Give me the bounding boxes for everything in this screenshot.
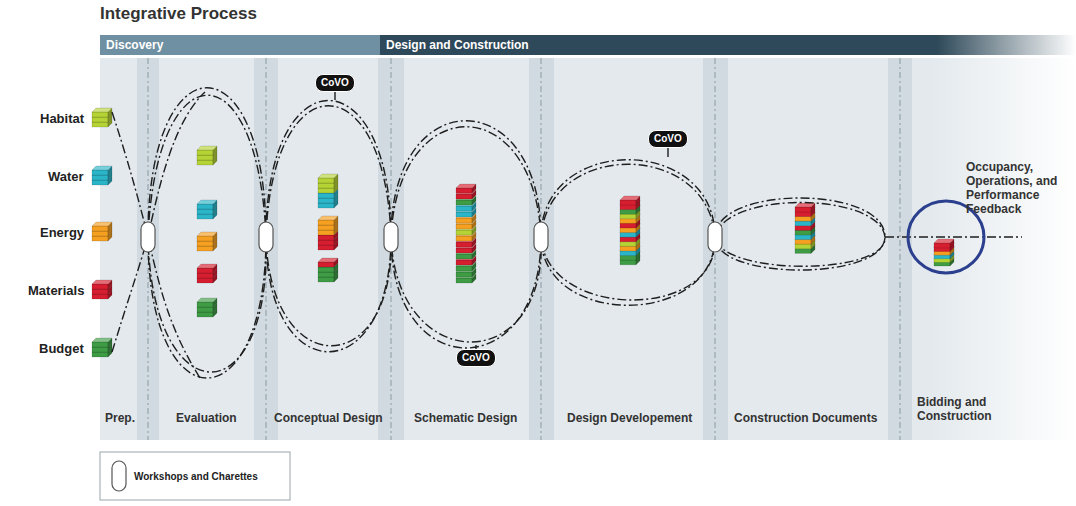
phase-separators — [137, 58, 912, 440]
category-label: Water — [48, 169, 84, 184]
covo-badge: CoVO — [456, 349, 496, 367]
workshop-pills — [141, 222, 722, 252]
band-text: Discovery — [106, 38, 163, 52]
legend-pill — [112, 461, 126, 491]
category-label: Budget — [39, 341, 84, 356]
phase-label: Bidding and Construction — [917, 395, 1017, 423]
legend-text: Workshops and Charettes — [134, 471, 258, 482]
phase-label: Prep. — [105, 411, 135, 425]
strategy-stacks — [92, 108, 954, 357]
phase-band: Design and Construction — [380, 35, 1076, 55]
legend-box — [100, 452, 290, 500]
band-text: Design and Construction — [386, 38, 529, 52]
phase-label: Design Developement — [567, 411, 692, 425]
category-label: Materials — [28, 283, 84, 298]
badge-text: CoVO — [321, 77, 349, 88]
separator-lines — [148, 58, 900, 440]
process-loops — [112, 88, 1022, 378]
diagram-title: Integrative Process — [100, 4, 257, 24]
covo-badge: CoVO — [648, 130, 688, 148]
phase-panel — [100, 58, 1076, 440]
phase-label: Schematic Design — [414, 411, 517, 425]
phase-label: Construction Documents — [734, 411, 877, 425]
phase-label: Conceptual Design — [274, 411, 383, 425]
outcome-label: Occupancy, Operations, and Performance F… — [966, 160, 1072, 216]
phase-band: Discovery — [100, 35, 380, 55]
badge-text: CoVO — [462, 352, 490, 363]
phase-label: Evaluation — [176, 411, 237, 425]
category-label: Energy — [40, 225, 84, 240]
badge-text: CoVO — [654, 133, 682, 144]
covo-badge: CoVO — [315, 74, 355, 92]
category-label: Habitat — [40, 111, 84, 126]
